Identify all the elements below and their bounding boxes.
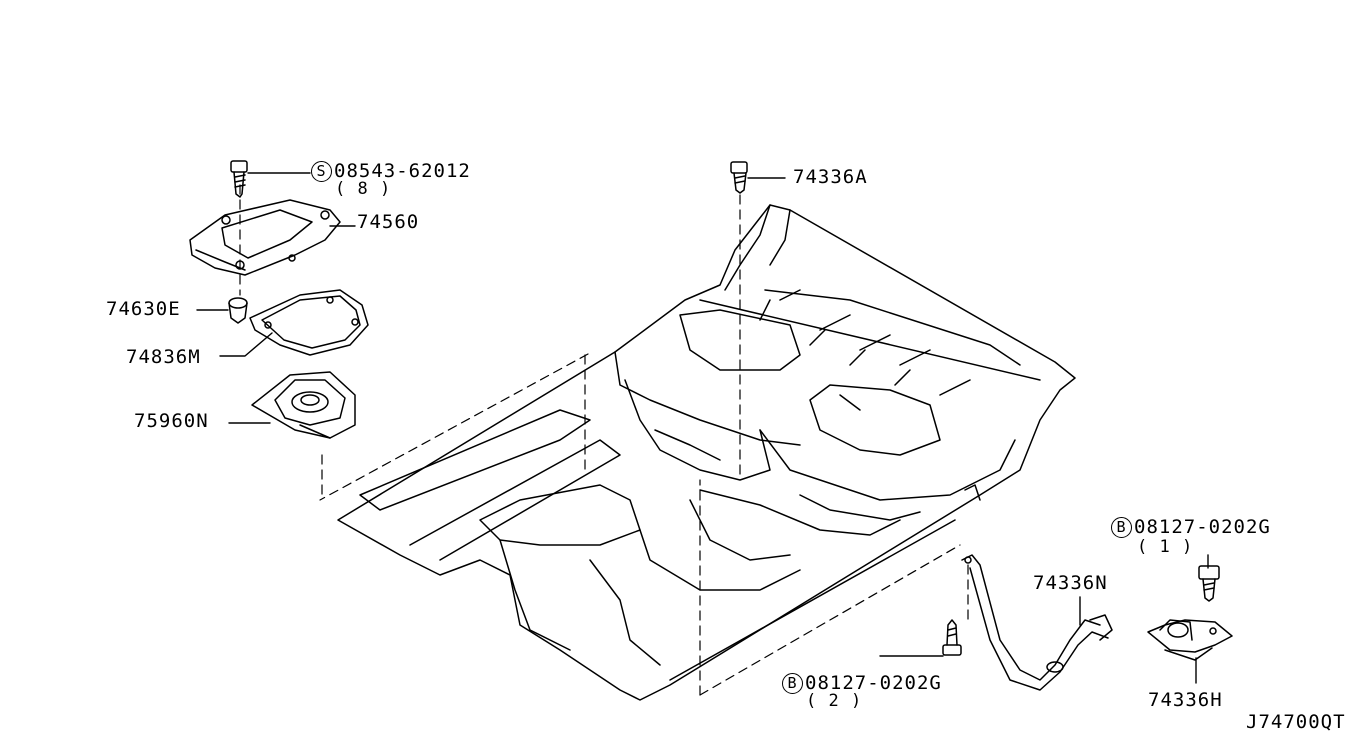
screw-symbol: S xyxy=(311,161,332,182)
screw-08543-icon xyxy=(230,160,248,198)
gasket-74836M-icon xyxy=(249,289,369,356)
bolt-upper-symbol: B xyxy=(1111,517,1132,538)
label-74336N: 74336N xyxy=(1033,572,1108,594)
bolt-74336A-icon xyxy=(730,161,748,194)
label-74336H: 74336H xyxy=(1148,689,1223,711)
screw-quantity: ( 8 ) xyxy=(335,179,392,199)
diagram-code: J74700QT xyxy=(1246,711,1346,733)
cover-74560-icon xyxy=(189,199,341,276)
bolt-upper-part-number-text: 08127-0202G xyxy=(1134,516,1271,538)
bracket-74336H-icon xyxy=(1147,619,1233,661)
bolt-08127-upper-icon xyxy=(1198,565,1220,602)
label-75960N: 75960N xyxy=(134,410,209,432)
bolt-lower-symbol: B xyxy=(782,673,803,694)
label-74630E: 74630E xyxy=(106,298,181,320)
bolt-08127-lower-icon xyxy=(942,619,962,656)
label-74336A: 74336A xyxy=(793,166,868,188)
bolt-lower-quantity: ( 2 ) xyxy=(806,691,863,711)
bolt-lower-part-number-text: 08127-0202G xyxy=(805,672,942,694)
bolt-upper-quantity: ( 1 ) xyxy=(1137,537,1194,557)
floor-panel xyxy=(337,204,1076,701)
dashed-leaders xyxy=(239,184,969,696)
boot-75960N-icon xyxy=(251,371,356,439)
label-74836M: 74836M xyxy=(126,346,201,368)
label-74560: 74560 xyxy=(357,211,420,233)
grommet-74630E-icon xyxy=(228,297,248,324)
bracket-74336N-icon xyxy=(961,554,1113,691)
solid-leaders xyxy=(196,172,1209,684)
screw-part-number-text: 08543-62012 xyxy=(334,160,471,182)
